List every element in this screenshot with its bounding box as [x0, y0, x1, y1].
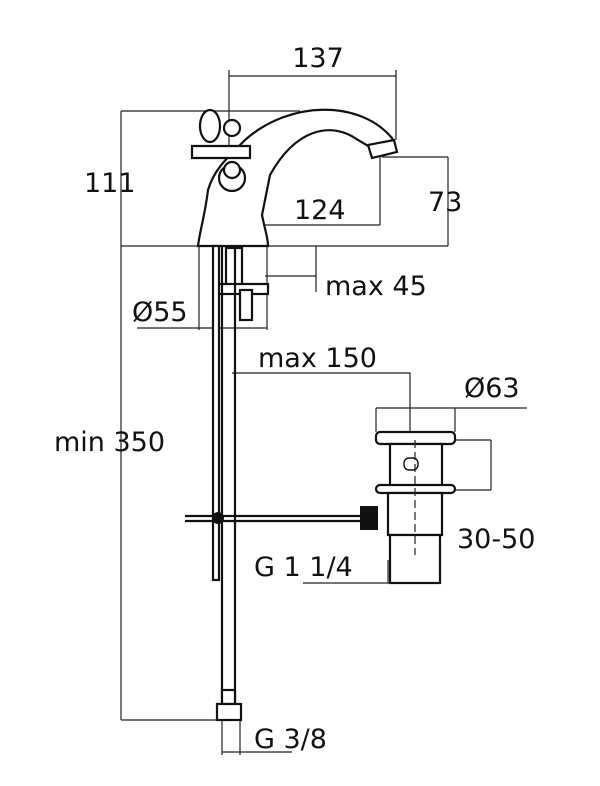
dim-waste-adjust: 30-50	[457, 524, 535, 555]
dim-hose-thread: G 3/8	[254, 724, 327, 755]
fixings-and-hose	[185, 244, 362, 722]
dim-spout-reach: 137	[292, 43, 344, 74]
dim-outlet-reach: 124	[294, 195, 346, 226]
rod-clamp	[212, 512, 224, 524]
dim-base-diameter: Ø55	[132, 297, 188, 328]
pop-up-waste	[360, 430, 457, 585]
dim-max-deck: max 45	[325, 271, 427, 302]
dim-outlet-height: 73	[428, 187, 462, 218]
dim-min-hose: min 350	[54, 427, 165, 458]
pop-up-rod	[185, 514, 362, 523]
handle-lever	[198, 108, 222, 144]
dimension-lines	[120, 70, 527, 755]
dim-waste-thread: G 1 1/4	[254, 552, 353, 583]
faucet-body	[190, 108, 399, 248]
dim-height: 111	[84, 168, 136, 199]
dim-max-drain: max 150	[258, 343, 377, 374]
dim-waste-diameter: Ø63	[464, 373, 520, 404]
waste-nut	[360, 506, 378, 530]
cross-handle	[190, 144, 252, 160]
